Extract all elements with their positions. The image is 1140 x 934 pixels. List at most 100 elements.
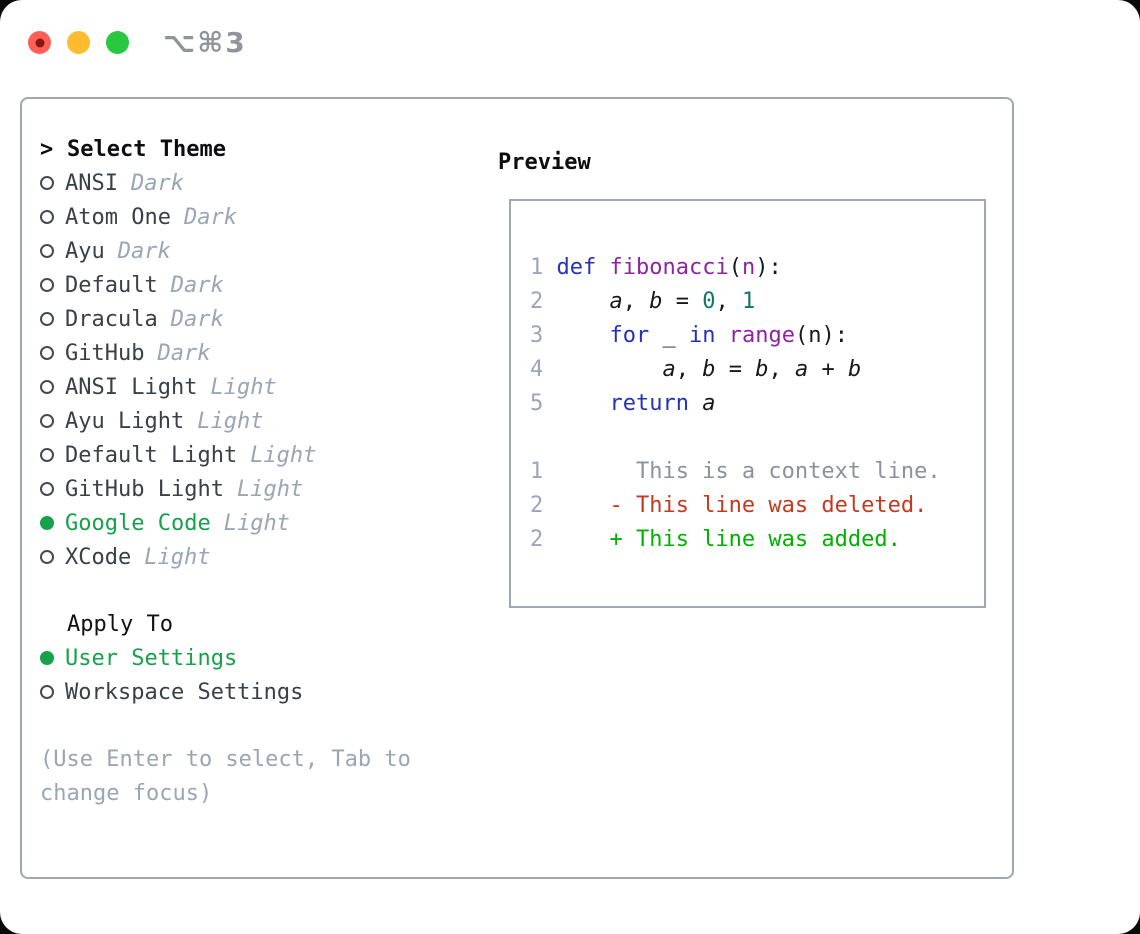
code-line: 2 + This line was added.	[530, 523, 984, 557]
code-token: fibonacci	[609, 255, 729, 280]
code-token: ,	[768, 357, 795, 382]
theme-name: GitHub	[65, 340, 145, 366]
code-token: _	[649, 323, 689, 348]
theme-name: Ayu Light	[65, 408, 185, 434]
apply-to-title: Apply To	[67, 611, 173, 637]
theme-option[interactable]: GitHub Dark	[40, 336, 480, 370]
theme-option[interactable]: Google Code Light	[40, 506, 480, 540]
code-token: a	[702, 391, 716, 416]
code-line: 2 a, b = 0, 1	[530, 285, 984, 319]
code-token	[556, 289, 609, 314]
theme-selector: > Select Theme ANSI Dark Atom One Dark A…	[40, 132, 480, 811]
radio-icon	[40, 448, 54, 462]
code-line: 1 This is a context line.	[530, 455, 984, 489]
code-token: for	[609, 323, 650, 348]
theme-option[interactable]: GitHub Light Light	[40, 472, 480, 506]
theme-name: Dracula	[65, 306, 158, 332]
theme-variant: Dark	[130, 170, 184, 196]
code-token: ,	[622, 289, 650, 314]
code-token: a	[609, 289, 623, 314]
theme-variant: Light	[250, 442, 317, 468]
apply-to-name: User Settings	[65, 645, 238, 671]
theme-name: ANSI Light	[65, 374, 198, 400]
apply-to-list: User Settings Workspace Settings	[40, 641, 480, 709]
theme-variant: Light	[144, 544, 211, 570]
code-token: ):	[755, 255, 782, 280]
theme-option[interactable]: XCode Light	[40, 540, 480, 574]
theme-option[interactable]: ANSI Dark	[40, 166, 480, 200]
theme-name: Default Light	[65, 442, 238, 468]
code-line: 2 - This line was deleted.	[530, 489, 984, 523]
theme-option[interactable]: Default Light Light	[40, 438, 480, 472]
code-token: range	[728, 323, 795, 348]
apply-to-name: Workspace Settings	[65, 679, 304, 705]
close-dot-icon	[35, 38, 44, 47]
code-token: def	[556, 255, 597, 280]
code-token	[556, 527, 609, 552]
code-token: a	[662, 357, 676, 382]
theme-variant: Dark	[170, 272, 224, 298]
code-token: - This line was deleted.	[609, 493, 928, 518]
radio-icon	[40, 414, 54, 428]
theme-variant: Dark	[157, 340, 211, 366]
theme-option[interactable]: Dracula Dark	[40, 302, 480, 336]
code-token	[715, 323, 728, 348]
theme-name: ANSI	[65, 170, 118, 196]
window-title: ⌥⌘3	[163, 26, 247, 59]
theme-variant: Light	[223, 510, 290, 536]
focus-caret-icon: >	[40, 136, 54, 162]
radio-icon	[40, 482, 54, 496]
code-token: This is a context line.	[556, 459, 941, 484]
code-token: 1	[741, 289, 756, 314]
line-number: 3	[530, 323, 544, 348]
theme-option[interactable]: Default Dark	[40, 268, 480, 302]
theme-variant: Light	[197, 408, 264, 434]
code-token: b	[755, 357, 769, 382]
code-token: +	[808, 357, 848, 382]
theme-option[interactable]: Atom One Dark	[40, 200, 480, 234]
code-line: 3 for _ in range(n):	[530, 319, 984, 353]
preview-title: Preview	[498, 150, 591, 175]
radio-icon	[40, 176, 54, 190]
select-theme-header: > Select Theme	[40, 132, 480, 166]
minimize-button[interactable]	[67, 31, 90, 54]
code-line	[530, 421, 984, 455]
theme-name: XCode	[65, 544, 132, 570]
theme-variant: Light	[210, 374, 277, 400]
radio-icon	[40, 346, 54, 360]
apply-to-header: Apply To	[67, 607, 480, 641]
code-token: (n):	[794, 323, 848, 348]
line-number: 4	[530, 357, 544, 382]
line-number: 2	[530, 493, 544, 518]
code-token	[596, 255, 609, 280]
code-token: a	[794, 357, 809, 382]
code-token: ,	[675, 357, 703, 382]
code-token: n	[741, 255, 756, 280]
select-theme-title: Select Theme	[67, 136, 226, 162]
theme-option[interactable]: ANSI Light Light	[40, 370, 480, 404]
theme-name: Ayu	[65, 238, 105, 264]
code-line: 4 a, b = b, a + b	[530, 353, 984, 387]
line-number: 2	[530, 289, 544, 314]
theme-variant: Dark	[170, 306, 224, 332]
apply-to-option[interactable]: User Settings	[40, 641, 480, 675]
zoom-button[interactable]	[106, 31, 129, 54]
radio-icon	[40, 380, 54, 394]
code-token: =	[715, 357, 756, 382]
close-button[interactable]	[28, 31, 51, 54]
keyboard-hint: (Use Enter to select, Tab to change focu…	[40, 747, 411, 806]
theme-variant: Dark	[183, 204, 237, 230]
theme-option[interactable]: Ayu Light Light	[40, 404, 480, 438]
code-token: return	[609, 391, 689, 416]
code-token: ,	[715, 289, 742, 314]
radio-icon	[40, 312, 54, 326]
theme-variant: Dark	[117, 238, 171, 264]
theme-option[interactable]: Ayu Dark	[40, 234, 480, 268]
theme-name: Default	[65, 272, 158, 298]
apply-to-option[interactable]: Workspace Settings	[40, 675, 480, 709]
line-number: 5	[530, 391, 544, 416]
radio-icon	[40, 651, 54, 665]
code-token	[556, 493, 609, 518]
